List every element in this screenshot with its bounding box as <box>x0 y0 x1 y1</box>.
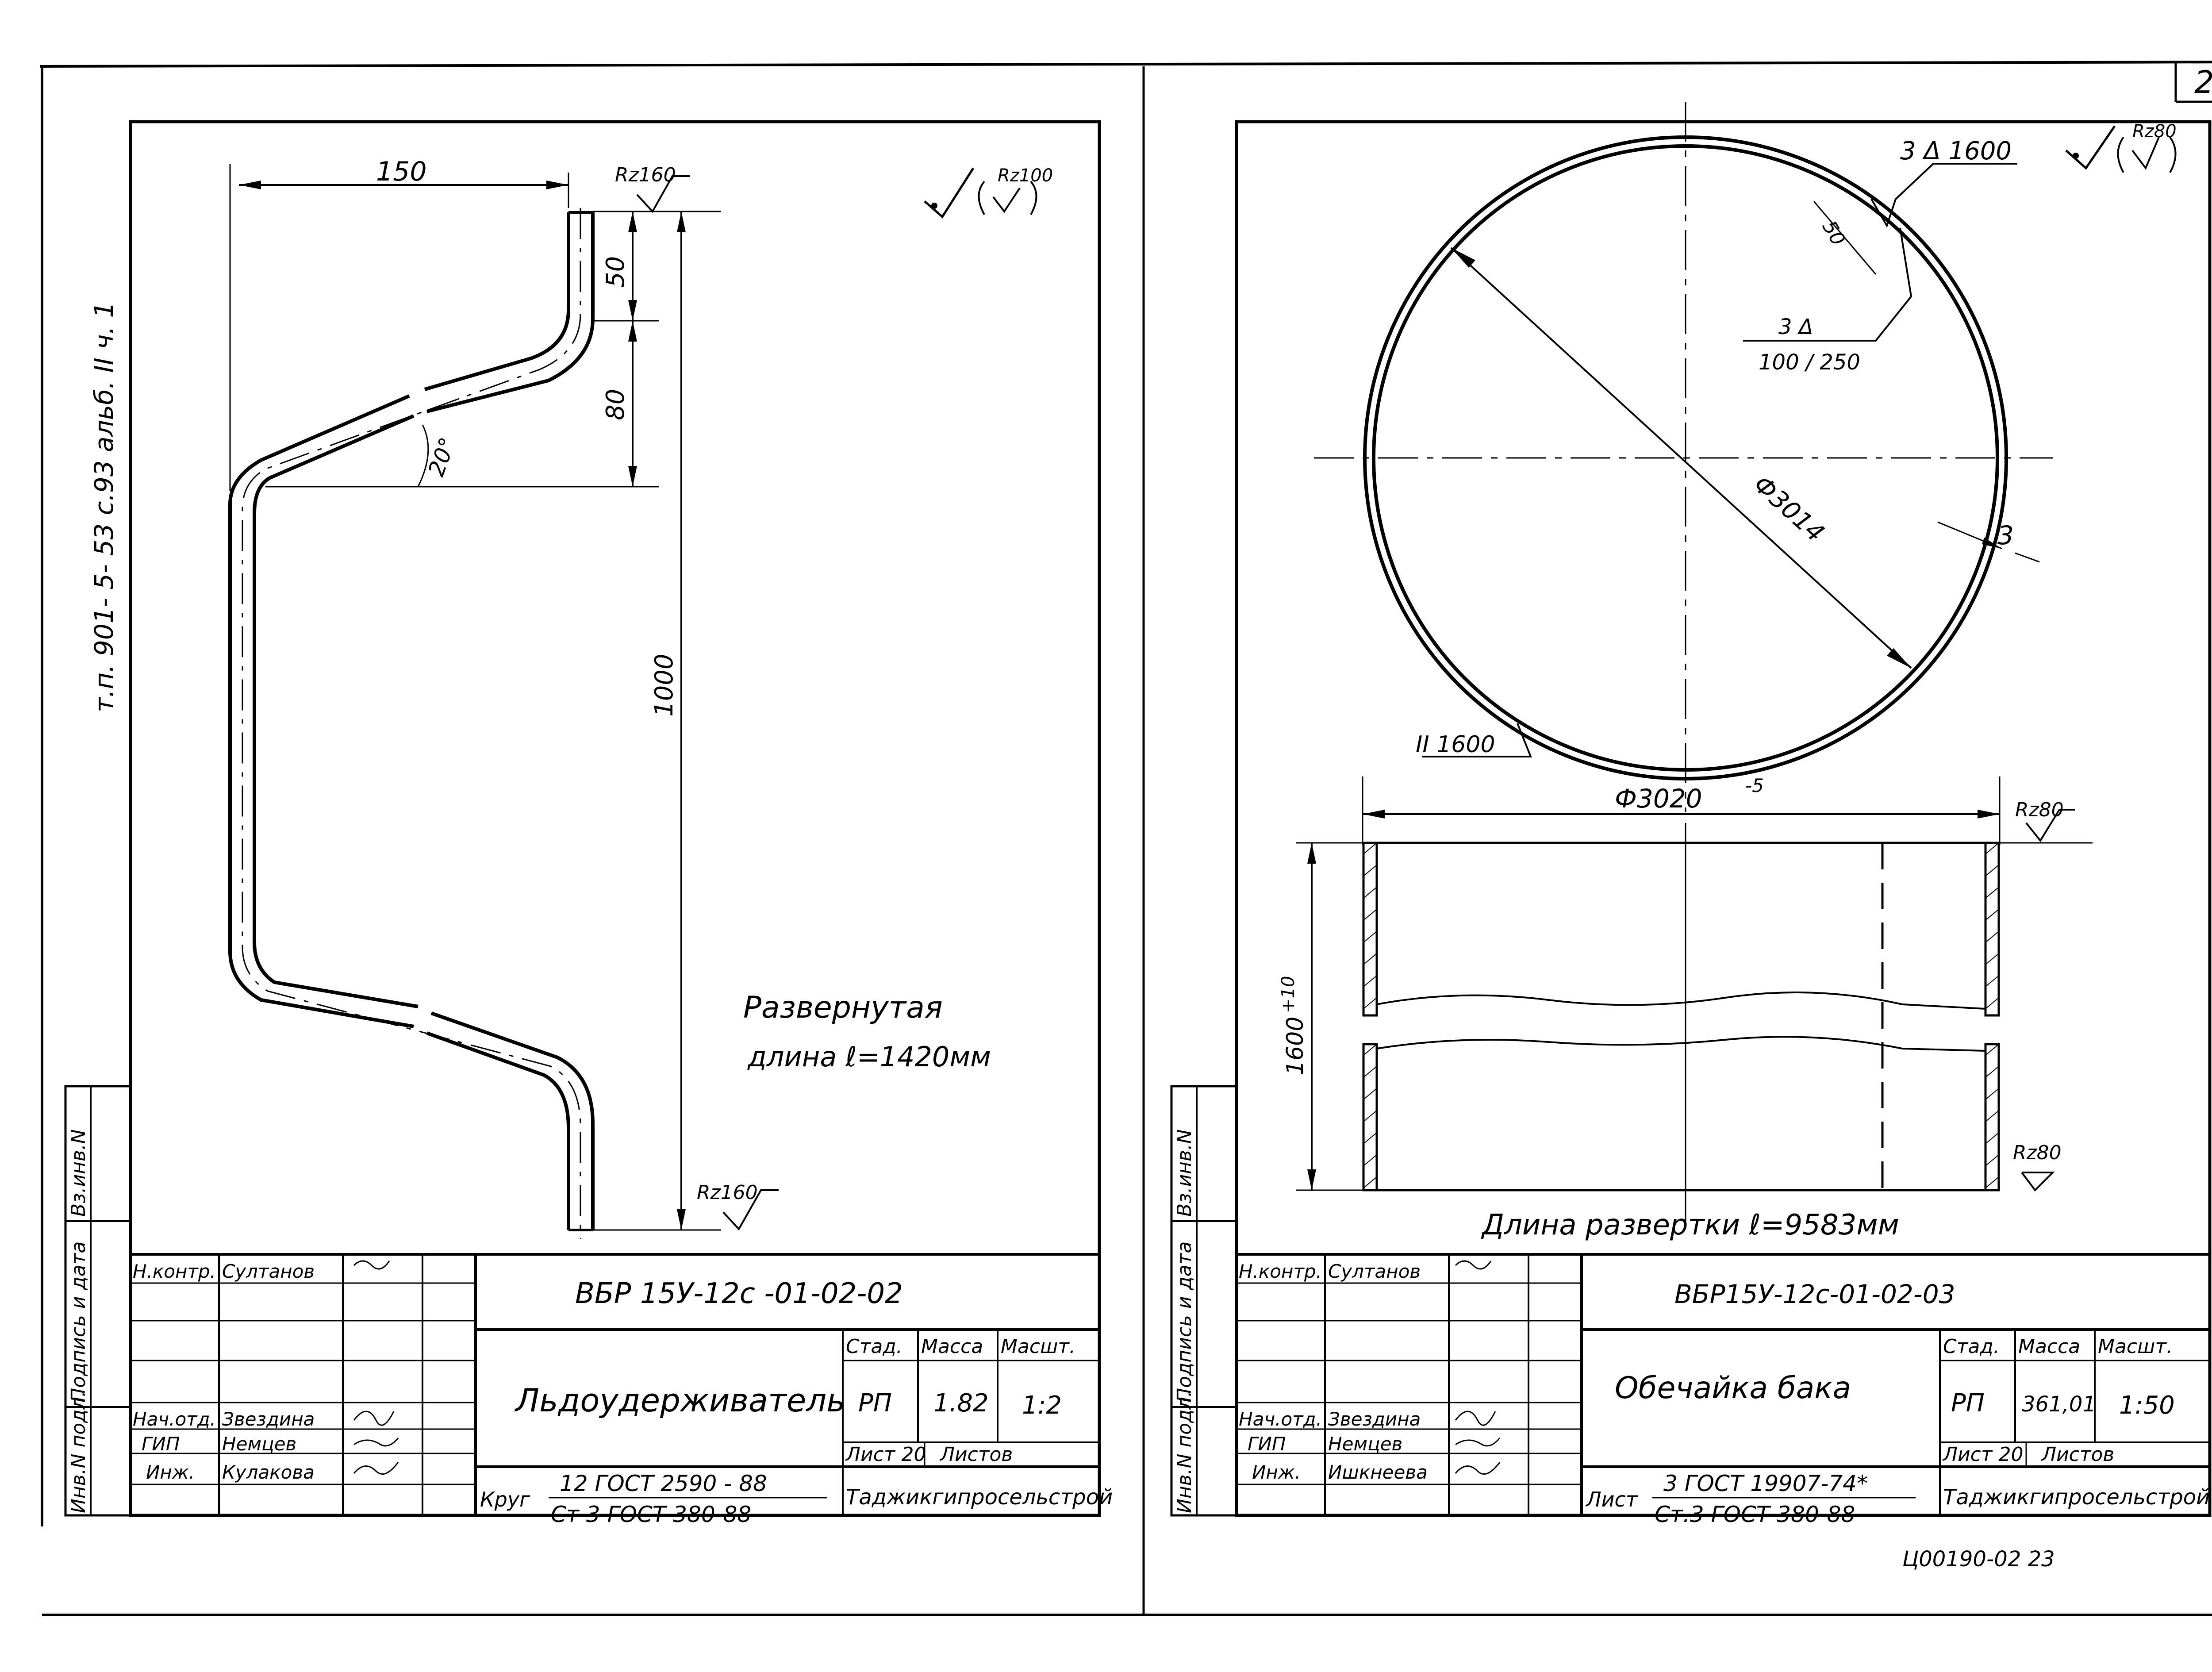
left-sheets-label: Листов <box>939 1443 1013 1466</box>
bottom-right-code: Ц00190-02 23 <box>1902 1547 2055 1572</box>
right-col-scale: Масшт. <box>2098 1335 2173 1358</box>
left-role-gip: ГИП <box>142 1433 180 1455</box>
right-material-top: 3 ГОСТ 19907-74* <box>1663 1471 1868 1496</box>
unfolded-length-line1: Развернутая <box>743 990 943 1025</box>
shell-elevation-view: Ф3020 -5 1600 +10 Rz80 Rz80 <box>1278 775 2093 1221</box>
weld-mid-bottom-label: 100 / 250 <box>1759 350 1860 375</box>
weld-top-label: 3 Δ 1600 <box>1900 137 2012 165</box>
weld-mid-top-label: 3 Δ <box>1778 315 1813 339</box>
height-1600-label: 1600 <box>1282 1017 1309 1075</box>
roughness-corner-label: Rz100 <box>998 165 1053 186</box>
left-name-kulakova: Кулакова <box>222 1461 315 1483</box>
unrolled-length-note: Длина развертки ℓ=9583мм <box>1481 1209 1899 1242</box>
left-material-top: 12 ГОСТ 2590 - 88 <box>560 1471 767 1496</box>
dim-angle-20: 20° <box>423 434 461 480</box>
right-role-n-kontr: Н.контр. <box>1239 1261 1322 1282</box>
right-scale-value: 1:50 <box>2119 1391 2175 1420</box>
left-stamp-vz-inv: Вз.инв.N <box>67 1129 90 1217</box>
left-material-bottom: Ст 3 ГОСТ 380-88 <box>551 1502 751 1527</box>
dim-segment-80: 80 <box>601 389 630 420</box>
left-col-scale: Масшт. <box>1001 1335 1075 1358</box>
right-sheet: Инв.N подл. Подпись и дата Вз.инв.N Ф301… <box>1170 102 2212 1572</box>
right-title-block: Н.контр. Нач.отд. ГИП Инж. Султанов Звез… <box>1237 1253 2210 1527</box>
right-role-gip: ГИП <box>1248 1433 1286 1455</box>
right-mass-value: 361,01 <box>2022 1392 2096 1417</box>
left-mass-value: 1.82 <box>933 1389 989 1418</box>
right-stamp-vz-inv: Вз.инв.N <box>1173 1129 1196 1217</box>
left-signatures <box>353 1260 399 1475</box>
dim-height-1000: 1000 <box>650 653 679 717</box>
left-material-prefix: Круг <box>480 1488 530 1511</box>
right-role-inzh: Инж. <box>1252 1461 1301 1483</box>
roughness-bottom-label: Rz160 <box>697 1181 758 1204</box>
right-role-nach-otd: Нач.отд. <box>1239 1408 1322 1430</box>
left-scale-value: 1:2 <box>1022 1391 1062 1420</box>
right-name-sultanov: Султанов <box>1328 1261 1421 1282</box>
right-name-ishkneeva: Ишкнеева <box>1328 1461 1428 1483</box>
right-stamp-podpis: Подпись и дата <box>1173 1242 1196 1403</box>
left-inner-frame <box>129 120 1101 1517</box>
right-col-mass: Масса <box>2018 1335 2080 1358</box>
left-roughness: Rz160 Rz160 Rz100 <box>615 164 1053 1231</box>
right-inner-frame <box>1235 120 2212 1517</box>
left-col-mass: Масса <box>921 1335 983 1358</box>
roughness-corner-right: Rz80 <box>2132 121 2177 142</box>
roughness-top-label: Rz160 <box>615 164 676 186</box>
right-sheets-label: Листов <box>2041 1443 2114 1466</box>
shell-plan-view: Ф3014 3 3 Δ 1600 50 3 Δ 100 / 250 II 160… <box>1314 102 2053 812</box>
left-sheet: Инв.N подл. Подпись и дата Вз.инв.N 150 <box>64 120 1113 1527</box>
outer-frame <box>39 61 2212 1616</box>
roughness-corner-symbol: Rz100 <box>924 165 1053 219</box>
weld-small-label: 50 <box>1817 217 1849 250</box>
left-role-nach-otd: Нач.отд. <box>133 1408 216 1430</box>
roughness-bottom-right: Rz80 <box>2013 1142 2062 1164</box>
outer-diameter-label: Ф3020 <box>1615 784 1702 814</box>
right-organization: Таджикгипросельстрой <box>1943 1485 2210 1510</box>
right-stage-value: РП <box>1951 1389 1985 1418</box>
left-dimensions: 150 50 80 1000 20° <box>229 156 721 1231</box>
outer-diameter-tol: -5 <box>1745 775 1764 796</box>
right-stamp-inv-podl: Инв.N подл. <box>1173 1391 1196 1513</box>
right-name-nemtsev: Немцев <box>1328 1433 1402 1455</box>
unfolded-length-line2: длина ℓ=1420мм <box>747 1041 991 1073</box>
left-margin-text: т.п. 901- 5- 53 с.93 альб. II ч. 1 <box>89 302 119 712</box>
right-signatures <box>1455 1260 1501 1475</box>
inner-diameter-label: Ф3014 <box>1748 470 1830 548</box>
left-side-stamp: Инв.N подл. Подпись и дата Вз.инв.N <box>64 1085 132 1517</box>
right-col-stage: Стад. <box>1943 1335 2000 1358</box>
left-stamp-podpis: Подпись и дата <box>67 1242 90 1403</box>
dim-width-150: 150 <box>376 156 427 187</box>
left-part-name: Льдоудерживатель <box>514 1382 845 1419</box>
right-sheet-label: Лист 20 <box>1942 1443 2023 1466</box>
left-organization: Таджикгипросельстрой <box>846 1485 1113 1510</box>
right-roughness-corner: Rz80 <box>2065 121 2177 173</box>
ice-holder-rod <box>228 208 595 1239</box>
left-role-n-kontr: Н.контр. <box>133 1261 216 1282</box>
parallel-1600-label: II 1600 <box>1416 731 1495 758</box>
left-stage-value: РП <box>858 1389 892 1418</box>
left-stamp-inv-podl: Инв.N подл. <box>67 1391 90 1513</box>
height-tol-label: +10 <box>1278 976 1298 1013</box>
left-name-zvezdina: Звездина <box>222 1408 315 1430</box>
dim-segment-50: 50 <box>601 256 630 288</box>
right-designation: ВБР15У-12с-01-02-03 <box>1674 1279 1955 1309</box>
thickness-label: 3 <box>1997 520 2014 550</box>
left-designation: ВБР 15У-12с -01-02-02 <box>575 1277 903 1310</box>
left-sheet-label: Лист 20 <box>845 1443 926 1466</box>
right-material-prefix: Лист <box>1585 1488 1638 1511</box>
right-name-zvezdina: Звездина <box>1328 1408 1421 1430</box>
left-col-stage: Стад. <box>846 1335 902 1358</box>
right-part-name: Обечайка бака <box>1615 1371 1851 1406</box>
roughness-top-right: Rz80 <box>2015 799 2064 821</box>
left-name-nemtsev: Немцев <box>222 1433 296 1455</box>
right-material-bottom: Ст.3 ГОСТ 380-88 <box>1655 1502 1855 1527</box>
page-number-top: 22 <box>2194 64 2212 100</box>
left-role-inzh: Инж. <box>146 1461 195 1483</box>
left-title-block: Н.контр. Нач.отд. ГИП Инж. Султанов Звез… <box>131 1253 1113 1527</box>
left-name-sultanov: Султанов <box>222 1261 315 1282</box>
right-side-stamp: Инв.N подл. Подпись и дата Вз.инв.N <box>1170 1085 1238 1517</box>
